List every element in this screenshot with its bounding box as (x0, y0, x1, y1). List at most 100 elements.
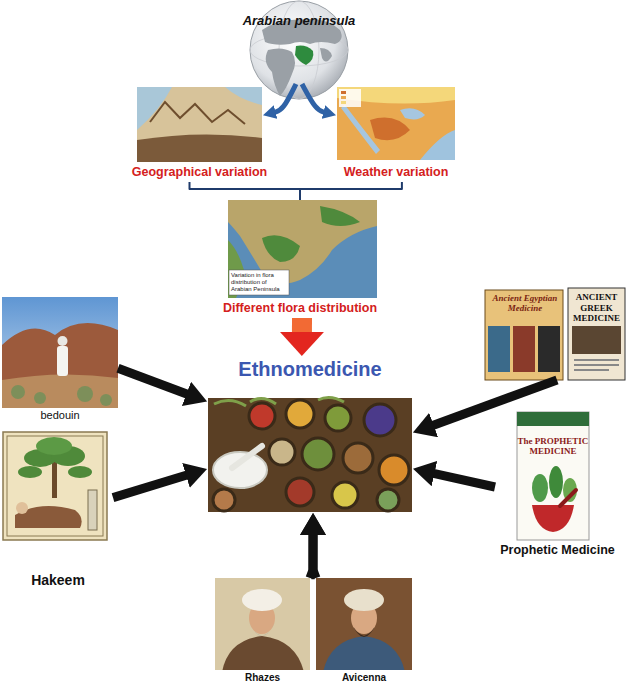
spice-bowl (377, 489, 399, 511)
parchment (3, 432, 107, 540)
cover-band (517, 412, 589, 426)
plant-leaf (549, 466, 563, 498)
portrait-turban (344, 589, 384, 611)
caption-text: Different flora distribution (200, 301, 400, 316)
spice-bowl (213, 489, 235, 511)
map-legend-key (341, 101, 346, 104)
flow-arrow (310, 534, 313, 578)
cover-line (574, 364, 619, 366)
block-arrow (292, 318, 312, 333)
map-land (337, 87, 455, 160)
terrain-front (137, 134, 262, 162)
rhazes-portrait (215, 578, 310, 685)
person-head (58, 336, 68, 346)
cover-picture (513, 326, 535, 372)
manuscript-illustration (3, 432, 107, 540)
mortar-bowl (213, 452, 267, 488)
book-cover (485, 290, 563, 380)
map-sea (137, 87, 172, 130)
herbs-photo (208, 397, 412, 512)
map-sea (341, 105, 380, 154)
parchment-border (7, 436, 103, 536)
rocky-hill (2, 323, 118, 408)
portrait-turban (242, 589, 282, 611)
map-node: Weather variation (337, 87, 455, 182)
map-sea (228, 200, 377, 298)
herb-sprig (214, 397, 344, 406)
map-label-box (229, 270, 289, 295)
curved-arrow (302, 84, 324, 112)
spice-bowl (343, 443, 373, 473)
book-node: ANCIENT GREEK MEDICINE (568, 288, 625, 380)
pestle (232, 446, 262, 468)
portrait-robe (222, 636, 304, 672)
bracket-line (190, 182, 301, 200)
caption-text: Weather variation (331, 165, 461, 180)
cover-picture (538, 326, 560, 372)
flow-arrow (118, 368, 187, 394)
caption-text: ANCIENT GREEK MEDICINE (569, 292, 624, 324)
plant-leaf (532, 474, 548, 502)
bracket-line (300, 182, 402, 200)
map-legend-key (341, 91, 346, 94)
portrait-beard (351, 622, 377, 637)
continent-shape (266, 48, 295, 96)
flow-arrow (313, 534, 316, 578)
portrait-node: Avicenna (316, 578, 412, 685)
shrub (100, 394, 112, 406)
portrait-robe (323, 636, 405, 672)
wood-table (208, 398, 412, 512)
portrait-background (316, 578, 412, 685)
book-node: The PROPHETIC MEDICINEProphetic Medicine (495, 412, 620, 562)
map-sea (420, 130, 455, 160)
map-node: Geographical variation (137, 87, 262, 182)
climate-zone (370, 118, 410, 141)
curved-arrow (275, 84, 296, 112)
caption-text: Rhazes (215, 670, 310, 685)
peninsula-highlight (295, 46, 313, 65)
caption-text: Ethnomedicine (208, 357, 412, 381)
caption-text: Geographical variation (129, 165, 270, 180)
caption-strip (215, 670, 310, 685)
cover-picture (572, 326, 621, 354)
caption-text: Arabian peninsula (237, 13, 361, 29)
person-robe (57, 346, 68, 376)
tree-leaves (36, 437, 72, 455)
continent-shape (320, 48, 332, 62)
desert-ground (2, 374, 118, 408)
map-legend-box (339, 89, 361, 107)
caption-strip (316, 670, 412, 685)
portrait-background (215, 578, 310, 685)
figure-head (16, 502, 28, 514)
book-cover (568, 288, 625, 380)
map-land (137, 87, 262, 162)
vegetation-zone (320, 206, 360, 226)
cover-line (574, 369, 609, 371)
caption-text: Avicenna (316, 670, 412, 685)
map-node: Different flora distribution (200, 200, 400, 318)
shrub (77, 386, 93, 402)
tree-leaves (68, 466, 92, 478)
map-note: Variation in flora distribution of Arabi… (231, 272, 287, 293)
climate-map (337, 87, 455, 160)
shrub (34, 392, 46, 404)
spice-bowl (249, 403, 275, 429)
caption-text: Prophetic Medicine (495, 543, 620, 558)
flow-arrow (113, 475, 187, 498)
avicenna-portrait (316, 578, 412, 685)
egyptian-book-cover (485, 290, 563, 380)
map-sea (400, 108, 425, 119)
flow-arrow (433, 380, 557, 425)
mountain-ridge (150, 102, 245, 124)
caption-text: Ancient Egyptian Medicine (487, 293, 563, 313)
portrait-beard (249, 622, 275, 636)
spice-bowl (302, 438, 334, 470)
bedouin-photo (2, 297, 118, 408)
book-cover (517, 412, 589, 540)
spice-bowl (325, 405, 351, 431)
caption-text: bedouin (2, 409, 118, 422)
spice-bowl (269, 439, 295, 465)
pestle (560, 490, 576, 506)
